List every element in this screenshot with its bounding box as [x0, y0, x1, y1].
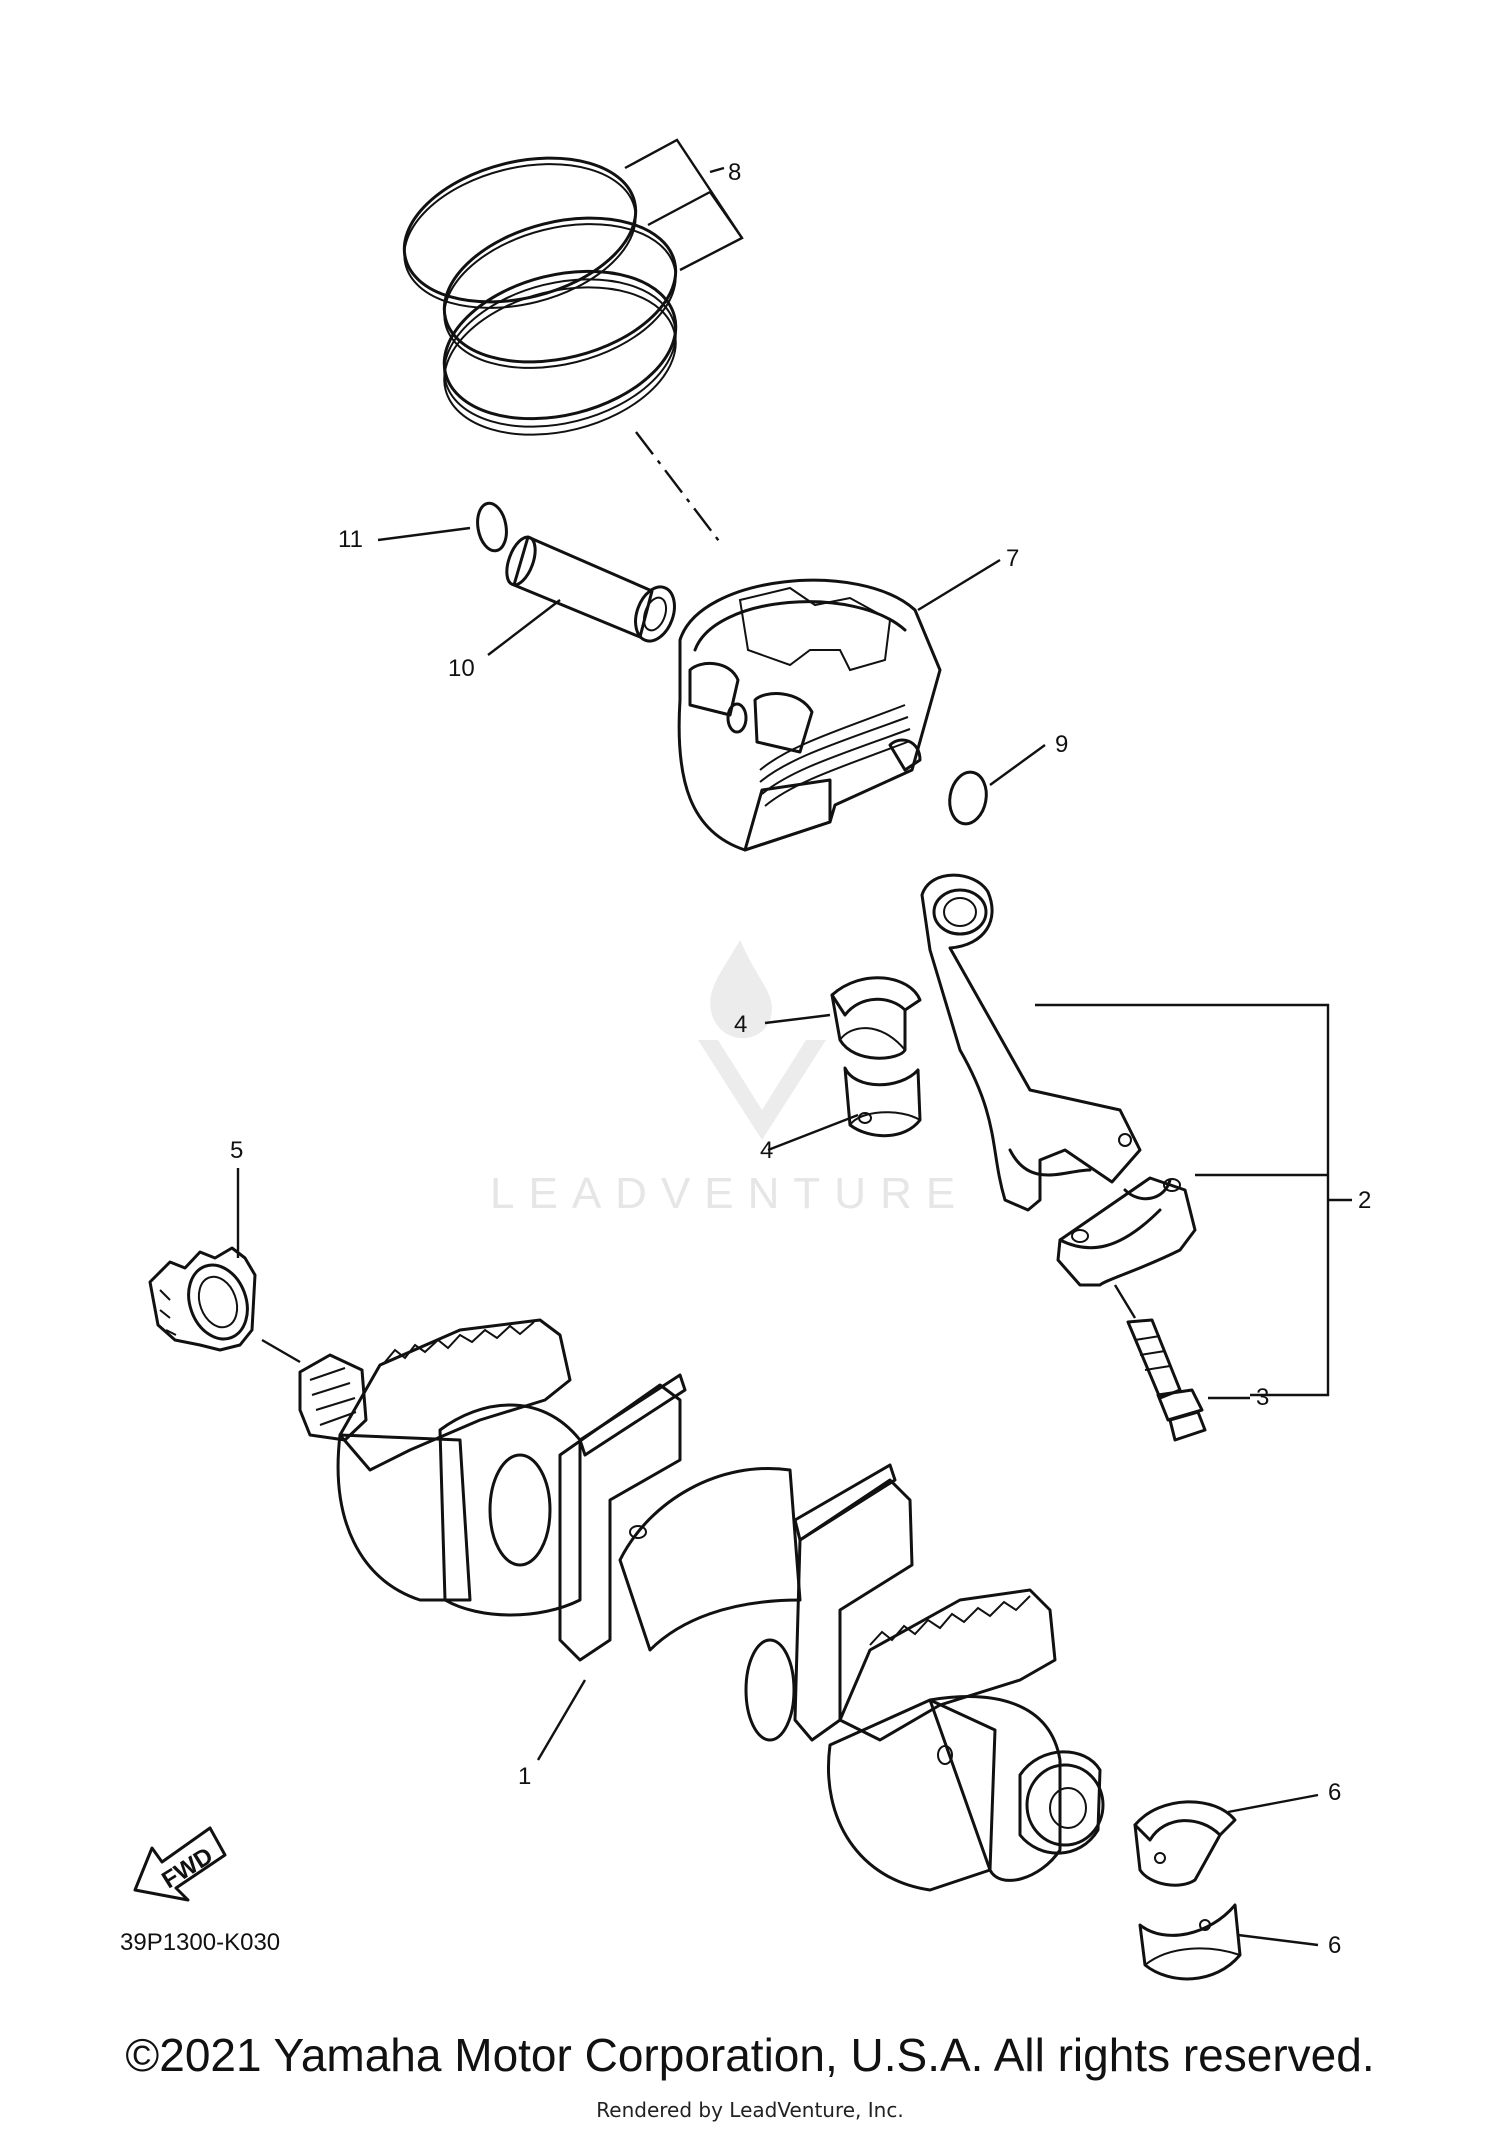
- callout-5: 5: [230, 1137, 243, 1164]
- callout-6-lower: 6: [1328, 1932, 1341, 1959]
- callout-7: 7: [1006, 545, 1019, 572]
- crankshaft: [298, 1318, 1105, 1892]
- rod-bearing-lower: [843, 1066, 922, 1138]
- watermark-v-icon: [698, 1040, 826, 1140]
- connecting-rod: [920, 873, 1142, 1212]
- watermark-flame-icon: [710, 940, 772, 1039]
- primary-drive-gear: [148, 1246, 257, 1352]
- callout-8: 8: [728, 159, 741, 186]
- circlip-bottom: [948, 770, 988, 826]
- callout-9: 9: [1055, 731, 1068, 758]
- rendered-by-notice: Rendered by LeadVenture, Inc.: [596, 2098, 904, 2122]
- leader-lines: [236, 138, 1352, 1947]
- callout-3: 3: [1256, 1384, 1269, 1411]
- callout-4-upper: 4: [734, 1011, 747, 1038]
- callout-11: 11: [338, 526, 363, 553]
- piston-pin: [505, 535, 676, 643]
- assembly-center-line: [635, 431, 723, 546]
- connecting-rod-bolt: [1126, 1318, 1207, 1442]
- watermark-text: LEADVENTURE: [490, 1169, 969, 1218]
- callout-2: 2: [1358, 1187, 1371, 1214]
- copyright-notice: ©2021 Yamaha Motor Corporation, U.S.A. A…: [125, 2029, 1375, 2081]
- piston: [677, 578, 942, 852]
- fwd-arrow-icon: FWD: [133, 1826, 227, 1902]
- leadventure-watermark: LEADVENTURE: [490, 940, 969, 1218]
- callout-labels: 8 11 7 10 9 4 4 2 5 3 1 6 6: [230, 159, 1371, 1959]
- connecting-rod-cap: [1056, 1176, 1197, 1287]
- callout-4-lower: 4: [760, 1137, 773, 1164]
- circlip-top: [476, 501, 508, 553]
- rod-bearing-upper: [830, 976, 922, 1060]
- diagram-code: 39P1300-K030: [120, 1929, 280, 1956]
- piston-rings: [402, 156, 678, 436]
- callout-1: 1: [518, 1763, 531, 1790]
- main-bearing-upper: [1133, 1800, 1237, 1887]
- callout-10: 10: [448, 655, 475, 682]
- fwd-label: FWD: [157, 1842, 218, 1894]
- main-bearing-lower: [1138, 1903, 1242, 1981]
- callout-6-upper: 6: [1328, 1779, 1341, 1806]
